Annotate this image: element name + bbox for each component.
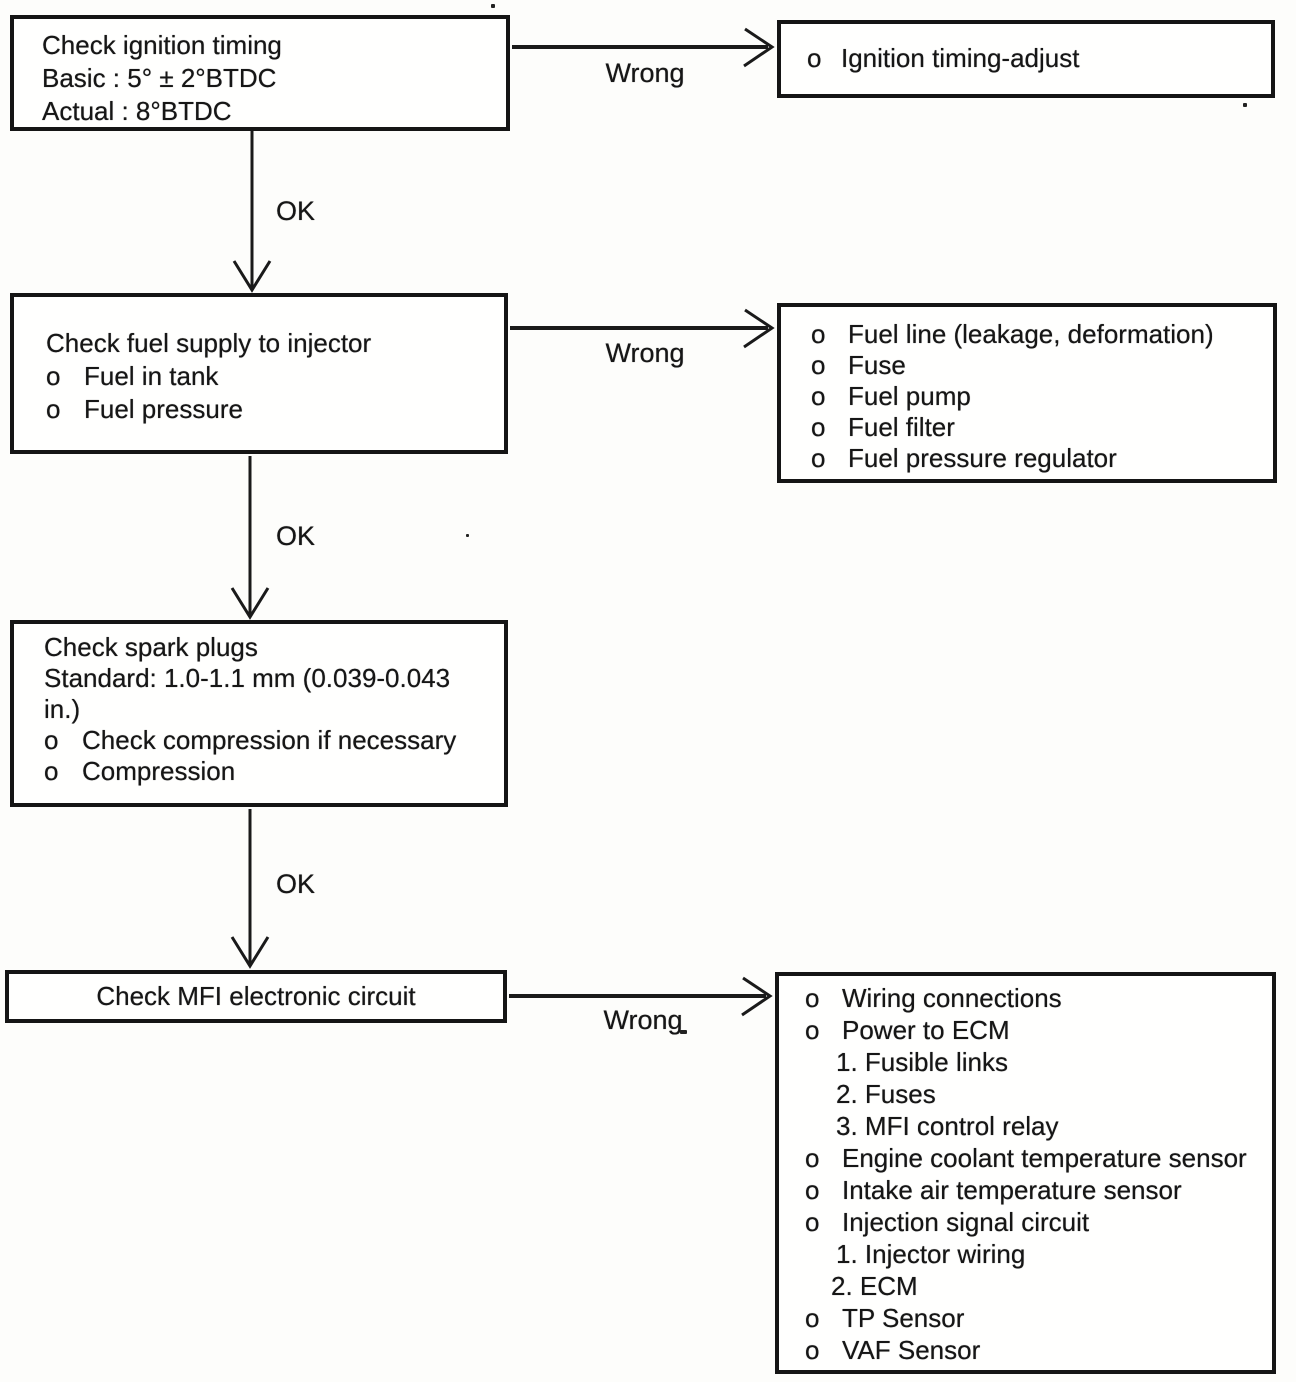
bullet-marker: o (44, 725, 59, 755)
list-item-text: Ignition timing-adjust (841, 43, 1080, 73)
edge-label-wrong-mfi: Wrong (603, 1005, 683, 1035)
bullet-marker: o (46, 361, 61, 391)
list-item-text: Check compression if necessary (82, 725, 457, 755)
list-item: o Wiring connections (805, 982, 1266, 1014)
edge-label-ok-spark: OK (276, 869, 316, 899)
list-item: o Fuel pressure regulator (811, 443, 1265, 474)
numbered-item: 3. MFI control relay (836, 1111, 1059, 1141)
edge-label-wrong-ignition: Wrong (605, 58, 685, 88)
list-item-text: Fuel in tank (84, 361, 219, 391)
text-line: Basic : 5° ± 2°BTDC (42, 63, 277, 93)
numbered-item: 1. Injector wiring (836, 1239, 1026, 1269)
list-item-text: VAF Sensor (842, 1335, 981, 1365)
list-item-text: Fuse (848, 350, 906, 380)
edge-label-wrong-fuel: Wrong (605, 338, 685, 368)
arrow-spark-to-mfi (230, 809, 270, 969)
edge-label-ok-fuel: OK (276, 521, 316, 551)
list-item-text: Fuel pressure (84, 394, 243, 424)
list-item-text: TP Sensor (842, 1303, 965, 1333)
list-item: o Intake air temperature sensor (805, 1174, 1266, 1206)
list-item: o Fuel pump (811, 381, 1265, 412)
list-item: o Power to ECM (805, 1014, 1266, 1046)
scan-speck (466, 534, 469, 537)
list-item: o Ignition timing-adjust (807, 42, 1263, 75)
bullet-marker: o (805, 1175, 820, 1205)
scan-speck (680, 1030, 687, 1034)
list-item: o Compression (44, 756, 490, 787)
node-check-ignition-timing: Check ignition timing Basic : 5° ± 2°BTD… (10, 15, 510, 131)
numbered-item: 1. Fusible links (836, 1047, 1008, 1077)
list-item: o Engine coolant temperature sensor (805, 1142, 1266, 1174)
numbered-item: 2. ECM (831, 1271, 918, 1301)
bullet-marker: o (805, 1207, 820, 1237)
list-item-text: Compression (82, 756, 236, 786)
bullet-marker: o (44, 756, 59, 786)
numbered-item: 2. Fuses (836, 1079, 936, 1109)
list-item-text: Fuel pressure regulator (848, 443, 1117, 473)
arrow-ignition-to-fuel (232, 131, 272, 293)
list-item-text: Intake air temperature sensor (842, 1175, 1182, 1205)
bullet-marker: o (811, 350, 826, 380)
bullet-marker: o (811, 319, 826, 349)
list-item: o Injection signal circuit (805, 1206, 1266, 1238)
bullet-marker: o (805, 1143, 820, 1173)
list-item: o TP Sensor (805, 1302, 1266, 1334)
text-line: Actual : 8°BTDC (42, 96, 232, 126)
list-item-text: Injection signal circuit (842, 1207, 1090, 1237)
text-line: Check fuel supply to injector (46, 328, 372, 358)
bullet-marker: o (805, 1303, 820, 1333)
list-item: o Fuel pressure (46, 393, 494, 426)
text-line: Check spark plugs (44, 632, 258, 662)
list-item-text: Fuel line (leakage, deformation) (848, 319, 1214, 349)
scan-speck (491, 4, 495, 8)
list-item-text: Power to ECM (842, 1015, 1010, 1045)
list-item: o Fuse (811, 350, 1265, 381)
text-line: Standard: 1.0-1.1 mm (0.039-0.043 in.) (44, 663, 451, 724)
bullet-marker: o (807, 43, 822, 73)
bullet-marker: o (805, 1015, 820, 1045)
list-item: o Check compression if necessary (44, 725, 490, 756)
bullet-marker: o (811, 412, 826, 442)
bullet-marker: o (805, 1335, 820, 1365)
bullet-marker: o (811, 443, 826, 473)
bullet-marker: o (811, 381, 826, 411)
list-item-text: Fuel filter (848, 412, 955, 442)
node-title: Check MFI electronic circuit (96, 981, 416, 1011)
list-item: o Fuel filter (811, 412, 1265, 443)
list-item: o Fuel line (leakage, deformation) (811, 319, 1265, 350)
list-item: o VAF Sensor (805, 1334, 1266, 1366)
edge-label-ok-ignition: OK (276, 196, 316, 226)
node-check-mfi-circuit: Check MFI electronic circuit (5, 970, 507, 1023)
list-item-text: Fuel pump (848, 381, 971, 411)
list-item-text: Engine coolant temperature sensor (842, 1143, 1247, 1173)
node-check-spark-plugs: Check spark plugs Standard: 1.0-1.1 mm (… (10, 620, 508, 807)
node-ignition-timing-adjust: o Ignition timing-adjust (777, 20, 1275, 98)
list-item: o Fuel in tank (46, 360, 494, 393)
text-line: Check ignition timing (42, 30, 282, 60)
node-check-fuel-supply: Check fuel supply to injector o Fuel in t… (10, 293, 508, 454)
list-item-text: Wiring connections (842, 983, 1062, 1013)
bullet-marker: o (46, 394, 61, 424)
scan-speck (1243, 103, 1247, 107)
bullet-marker: o (805, 983, 820, 1013)
arrow-fuel-to-spark (230, 456, 270, 620)
